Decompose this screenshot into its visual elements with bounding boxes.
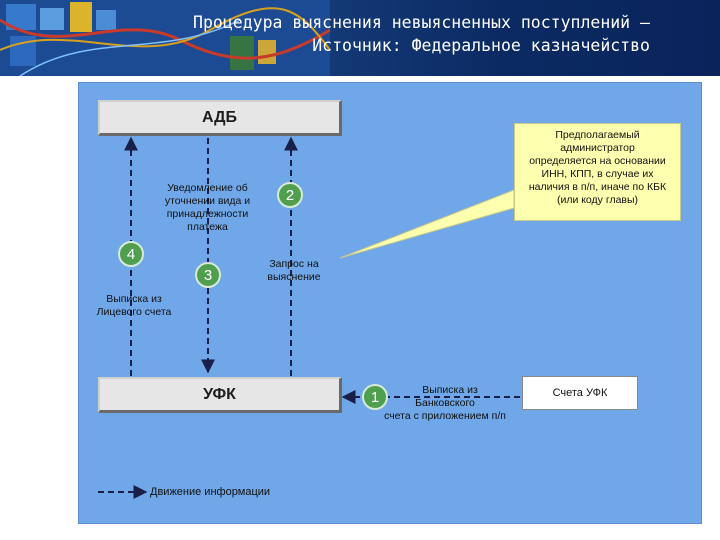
step-2-badge: 2 [277, 182, 303, 208]
notification-line-3: принадлежности [166, 208, 249, 220]
statement-line-2: Лицевого счета [96, 306, 172, 318]
note-line-2: администратор [560, 142, 635, 154]
treasury-accounts-box: Счета УФК [522, 376, 638, 410]
step-1-badge: 1 [362, 384, 388, 410]
request-line-2: выяснение [267, 271, 321, 283]
decorative-header-art [0, 0, 330, 76]
step-3-badge: 3 [195, 262, 221, 288]
note-line-5: наличия в п/п, иначе по КБК [528, 181, 667, 193]
header-banner: Процедура выяснения невыясненных поступл… [0, 0, 720, 76]
ufk-box: УФК [98, 377, 342, 413]
title-line-2: Источник: Федеральное казначейство [312, 36, 650, 55]
statement-line-1: Выписка из [106, 293, 162, 305]
notification-line-4: платежа [187, 221, 228, 233]
notification-line-1: Уведомление об [167, 182, 248, 194]
bank-statement-line-3: счета с приложением п/п [384, 410, 506, 422]
note-line-3: определяется на основании [529, 155, 666, 167]
administrator-note: Предполагаемый администратор определяетс… [514, 123, 681, 221]
bank-statement-label: Выписка из Банковского счета с приложени… [360, 384, 530, 423]
title-line-1: Процедура выяснения невыясненных поступл… [193, 13, 650, 32]
note-line-6: (или коду главы) [556, 194, 639, 206]
legend-label: Движение информации [150, 486, 271, 498]
notification-line-2: уточнении вида и [164, 195, 251, 207]
adb-box: АДБ [98, 100, 342, 136]
step-4-badge: 4 [118, 241, 144, 267]
notification-label: Уведомление об уточнении вида и принадле… [150, 182, 265, 234]
bank-statement-line-1: Выписка из [422, 384, 478, 396]
note-line-1: Предполагаемый [555, 129, 640, 141]
request-line-1: Запрос на [269, 258, 319, 270]
bank-statement-line-2: Банковского [415, 397, 475, 409]
callout-pointer [339, 189, 515, 259]
statement-label: Выписка из Лицевого счета [84, 293, 184, 319]
page-title: Процедура выяснения невыясненных поступл… [90, 11, 650, 57]
request-label: Запрос на выяснение [258, 258, 330, 284]
note-line-4: ИНН, КПП, в случае их [541, 168, 654, 180]
